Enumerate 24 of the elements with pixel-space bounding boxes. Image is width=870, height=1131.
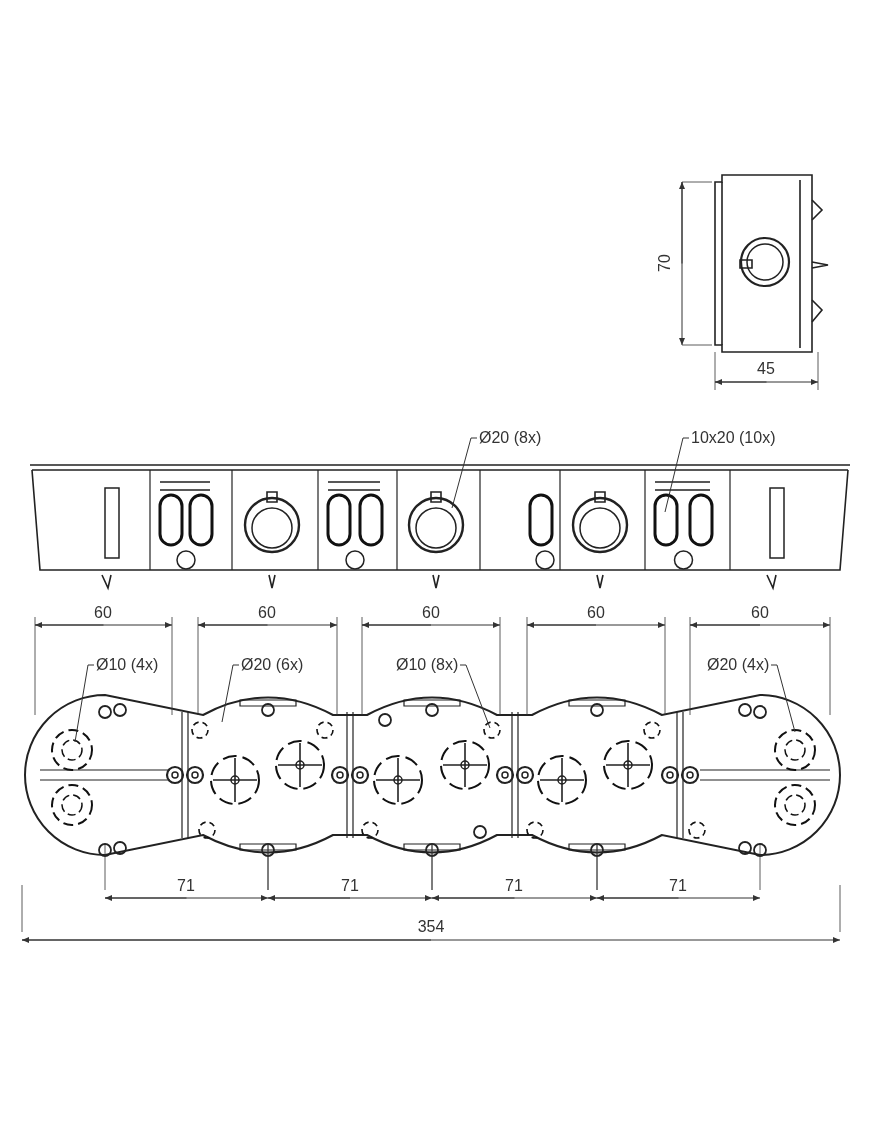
dimension-label: 60 — [422, 604, 440, 622]
leader-line — [459, 664, 491, 729]
dimension-label: 60 — [751, 604, 769, 622]
leader-line — [74, 664, 95, 743]
dimension-label: 70 — [656, 254, 674, 272]
dimension-label: 60 — [94, 604, 112, 622]
dimension-label: 45 — [757, 360, 775, 378]
dimension-label: 71 — [341, 877, 359, 895]
callout-text: Ø20 (6x) — [240, 656, 305, 674]
dimension-label: 60 — [587, 604, 605, 622]
dimension-label: 354 — [417, 918, 445, 936]
callout-text: Ø10 (8x) — [395, 656, 460, 674]
leader-line — [664, 437, 690, 513]
callout-text: 10x20 (10x) — [690, 429, 777, 447]
callout-text: Ø10 (4x) — [95, 656, 160, 674]
callout-text: Ø20 (4x) — [706, 656, 771, 674]
dimension-label: 71 — [669, 877, 687, 895]
leader-line — [770, 664, 796, 733]
dimension-label: 71 — [505, 877, 523, 895]
dimension-label: 60 — [258, 604, 276, 622]
dimension-label: 71 — [177, 877, 195, 895]
leader-line — [221, 664, 240, 723]
callout-text: Ø20 (8x) — [478, 429, 543, 447]
leader-line — [451, 437, 478, 509]
